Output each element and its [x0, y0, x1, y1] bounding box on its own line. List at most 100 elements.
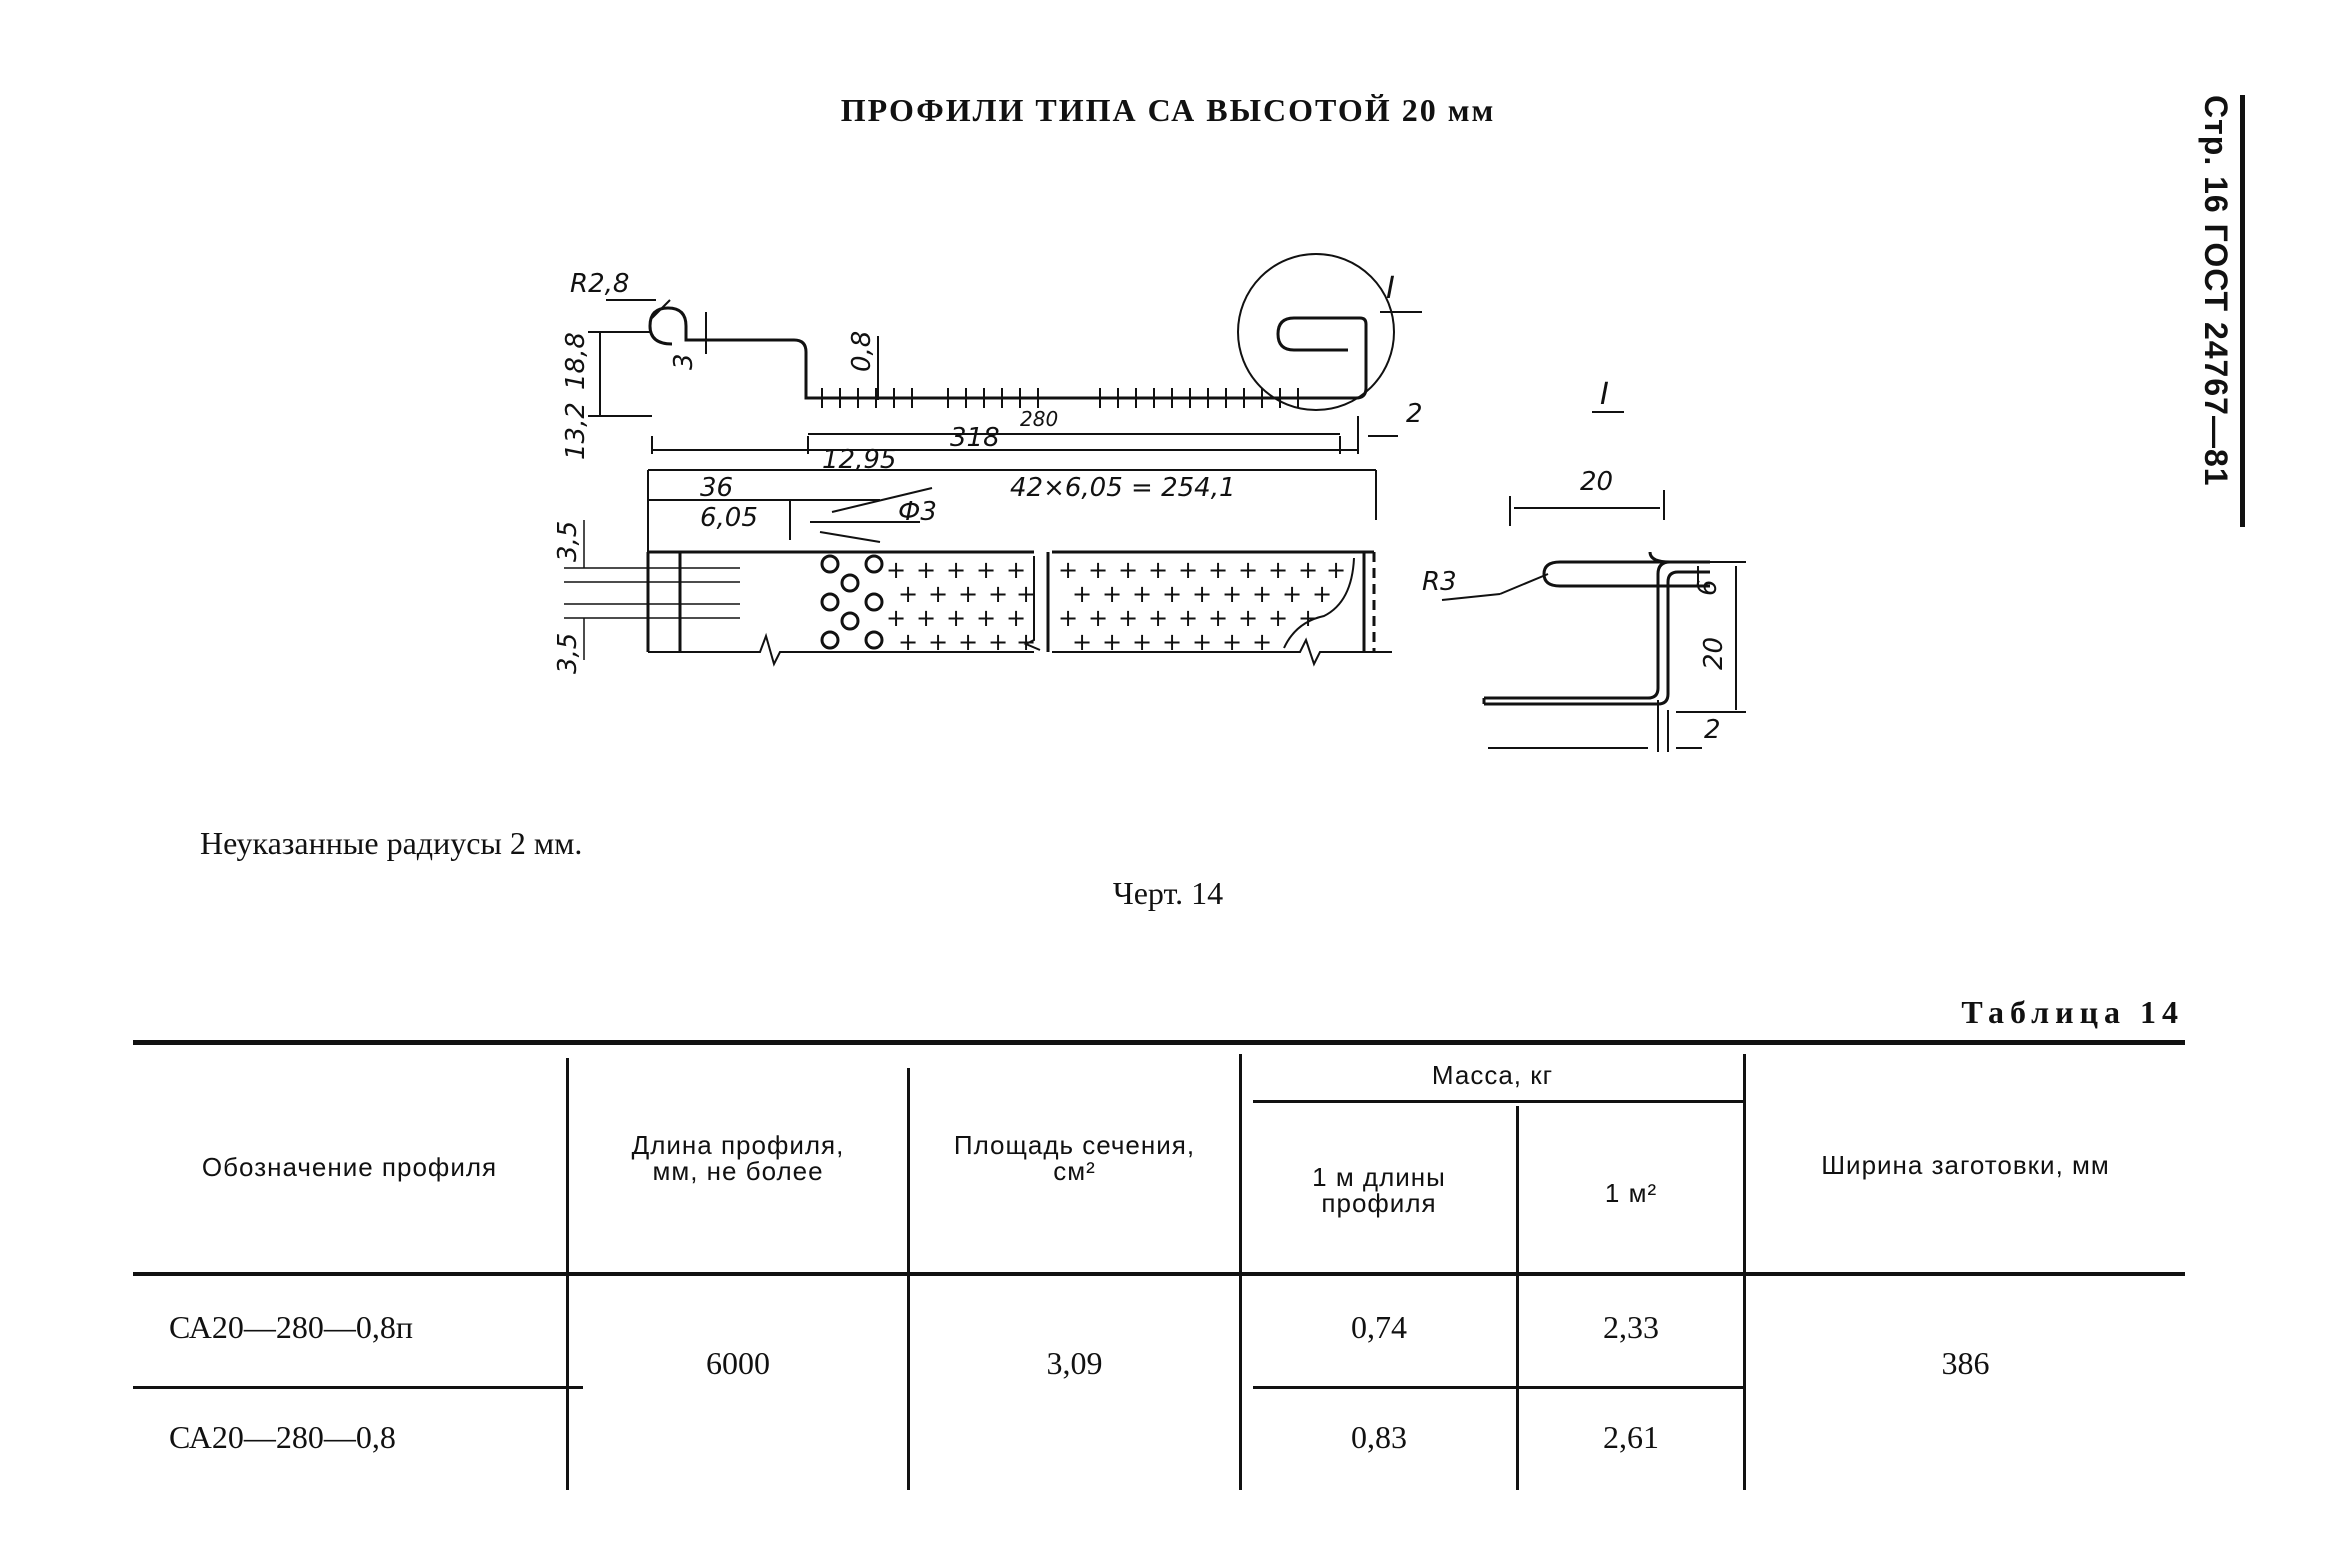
svg-text:+: +: [1132, 628, 1152, 656]
page-title: ПРОФИЛИ ТИПА СА ВЫСОТОЙ 20 мм: [840, 92, 1496, 128]
svg-text:+: +: [898, 628, 918, 656]
table-top-rule: [133, 1040, 2185, 1045]
svg-text:+: +: [1326, 556, 1346, 584]
dim-13-2: 13,2: [561, 402, 591, 460]
svg-text:+: +: [1178, 604, 1198, 632]
row-separator-mass: [1253, 1386, 1743, 1389]
header-mass: Масса, кг: [1431, 1060, 1554, 1090]
header-area-line2: см²: [1053, 1156, 1096, 1186]
svg-text:+: +: [1058, 556, 1078, 584]
svg-text:+: +: [886, 604, 906, 632]
note-radii: Неуказанные радиусы 2 мм.: [200, 825, 583, 861]
col-divider-2: [907, 1068, 910, 1490]
svg-text:+: +: [1058, 604, 1078, 632]
svg-text:+: +: [1006, 604, 1026, 632]
profile-drawing: +++++ +++++ +++++ +++++ ++++++++++ +++++…: [553, 253, 1746, 752]
svg-text:+: +: [1238, 556, 1258, 584]
svg-text:+: +: [1162, 628, 1182, 656]
profile-table: Обозначение профиля Длина профиля, мм, н…: [133, 1040, 2185, 1490]
shared-area: 3,09: [1046, 1345, 1103, 1381]
shared-length: 6000: [706, 1345, 770, 1381]
row-2-mass-per-m2: 2,61: [1603, 1419, 1659, 1455]
svg-text:+: +: [1016, 580, 1036, 608]
svg-text:+: +: [1268, 604, 1288, 632]
dim-12-95: 12,95: [822, 445, 896, 475]
svg-text:+: +: [1208, 604, 1228, 632]
dim-2: 2: [1406, 399, 1423, 429]
svg-text:+: +: [1252, 580, 1272, 608]
table-caption: Таблица 14: [1961, 994, 2184, 1030]
header-mass-per-m-line2: профиля: [1321, 1188, 1437, 1218]
svg-text:+: +: [988, 628, 1008, 656]
svg-text:+: +: [1162, 580, 1182, 608]
svg-text:+: +: [1148, 556, 1168, 584]
svg-text:+: +: [1268, 556, 1288, 584]
header-area-line1: Площадь сечения,: [953, 1130, 1196, 1160]
mass-subheader-rule: [1253, 1100, 1743, 1103]
svg-text:+: +: [1178, 556, 1198, 584]
svg-text:+: +: [928, 628, 948, 656]
col-divider-5: [1743, 1054, 1746, 1490]
header-mass-per-m2: 1 м²: [1604, 1178, 1658, 1208]
detail-dim-6: 6: [1693, 579, 1723, 596]
svg-text:+: +: [1088, 604, 1108, 632]
svg-text:+: +: [1006, 556, 1026, 584]
header-mass-per-m-line1: 1 м длины: [1312, 1162, 1446, 1192]
dim-3-5-top: 3,5: [553, 521, 583, 562]
svg-text:+: +: [1102, 580, 1122, 608]
dim-42x: 42×6,05 = 254,1: [1010, 473, 1236, 503]
detail-dim-r3: R3: [1422, 567, 1457, 597]
svg-text:+: +: [1208, 556, 1228, 584]
svg-text:+: +: [946, 604, 966, 632]
dim-318: 318: [950, 423, 1000, 453]
dim-r2-8: R2,8: [570, 269, 629, 299]
dim-280: 280: [1020, 407, 1058, 431]
dim-phi3: Ф3: [898, 497, 937, 527]
row-1-mass-per-m2: 2,33: [1603, 1309, 1659, 1345]
svg-text:+: +: [1016, 628, 1036, 656]
strip-view: [564, 520, 1392, 667]
svg-text:+: +: [1298, 604, 1318, 632]
dim-0-8: 0,8: [847, 331, 877, 372]
dim-18-8: 18,8: [561, 332, 591, 390]
svg-text:+: +: [1298, 556, 1318, 584]
svg-text:+: +: [928, 580, 948, 608]
perforation-ticks: [821, 388, 1299, 408]
dim-36: 36: [700, 473, 733, 503]
detail-ref-label: I: [1386, 271, 1395, 306]
row-2-mass-per-m: 0,83: [1351, 1419, 1407, 1455]
figure-caption: Черт. 14: [1112, 875, 1224, 911]
svg-text:+: +: [976, 604, 996, 632]
col-divider-4: [1516, 1106, 1519, 1490]
shared-blank-width: 386: [1941, 1345, 1990, 1381]
svg-text:+: +: [976, 556, 996, 584]
svg-text:+: +: [1118, 604, 1138, 632]
svg-text:+: +: [958, 580, 978, 608]
header-designation: Обозначение профиля: [201, 1152, 498, 1182]
detail-circle: [1237, 253, 1395, 411]
row-1-mass-per-m: 0,74: [1351, 1309, 1407, 1345]
detail-dim-2: 2: [1704, 715, 1721, 745]
side-header-text: Стр. 16 ГОСТ 24767—81: [2198, 95, 2234, 487]
svg-text:+: +: [916, 604, 936, 632]
col-divider-1: [566, 1058, 569, 1490]
svg-text:+: +: [1192, 628, 1212, 656]
side-header: Стр. 16 ГОСТ 24767—81: [2196, 95, 2236, 535]
svg-text:+: +: [1148, 604, 1168, 632]
col-divider-3: [1239, 1054, 1242, 1490]
svg-text:+: +: [1132, 580, 1152, 608]
dim-3: 3: [669, 353, 699, 370]
svg-text:+: +: [916, 556, 936, 584]
svg-text:+: +: [1088, 556, 1108, 584]
svg-text:+: +: [1238, 604, 1258, 632]
svg-text:+: +: [1072, 580, 1092, 608]
svg-text:+: +: [1192, 580, 1212, 608]
row-separator-left: [133, 1386, 583, 1389]
svg-text:+: +: [886, 556, 906, 584]
detail-dim-20-width: 20: [1580, 467, 1613, 497]
header-length-line2: мм, не более: [652, 1156, 824, 1186]
cross-pattern: +++++ +++++ +++++ +++++ ++++++++++ +++++…: [886, 556, 1346, 656]
svg-text:+: +: [1102, 628, 1122, 656]
side-rule: [2240, 95, 2245, 527]
holes: [820, 554, 884, 650]
